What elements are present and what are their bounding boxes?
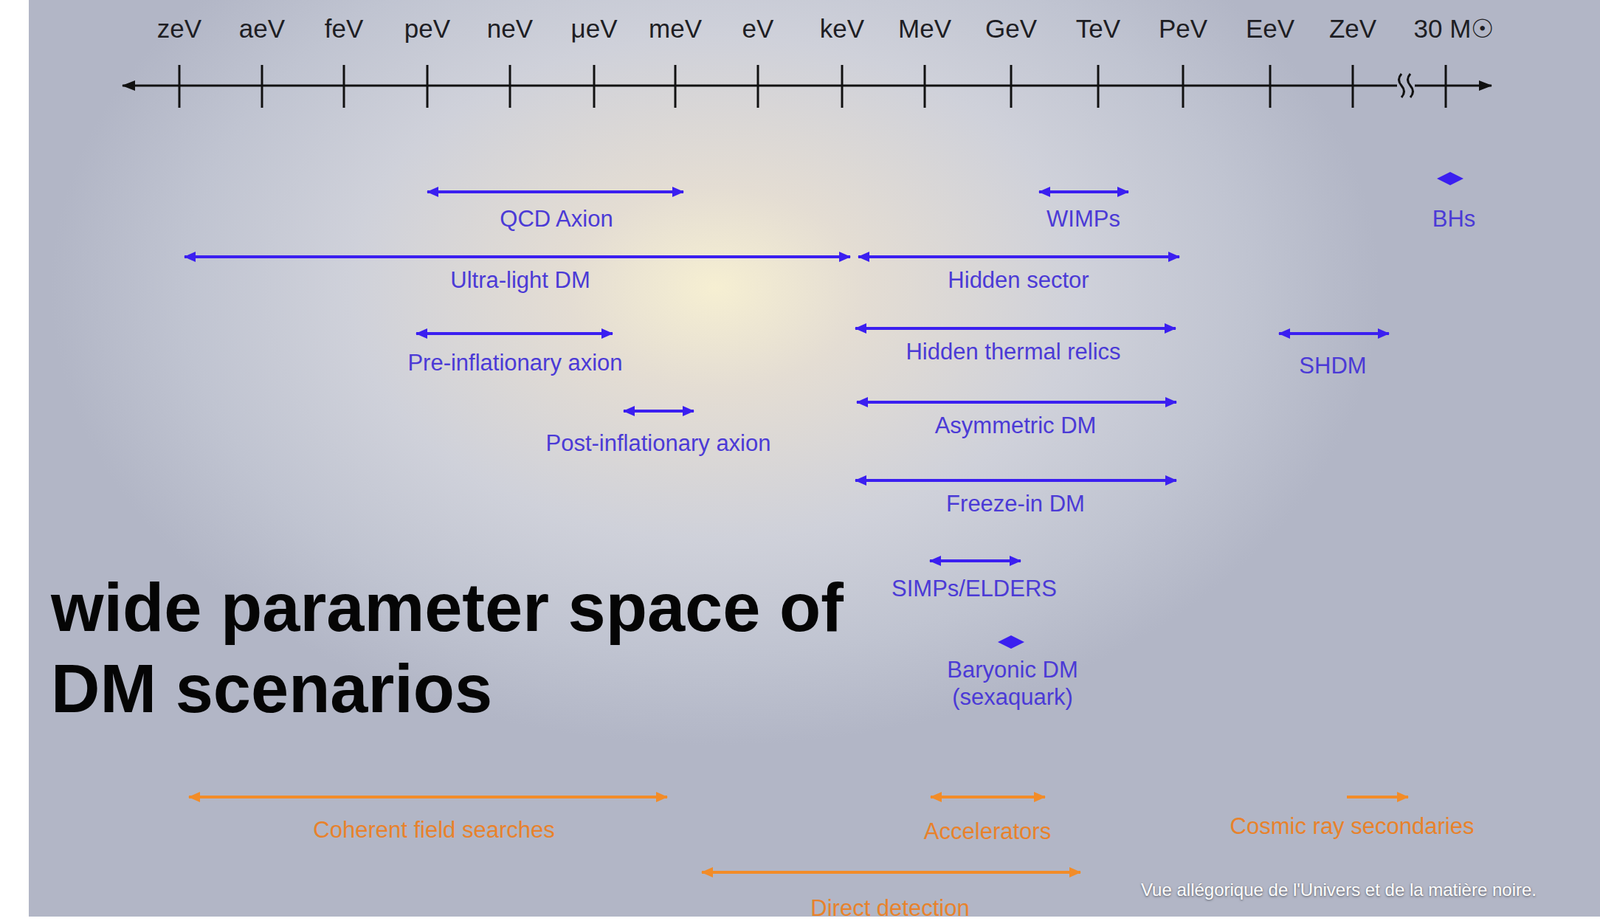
- axis-tick-label: keV: [819, 13, 865, 45]
- axis-tick-label: meV: [648, 13, 702, 45]
- axis-tick-label: aeV: [239, 13, 285, 45]
- slide-title: wide parameter space of DM scenarios: [50, 566, 908, 730]
- axis-tick-label: ZeV: [1329, 13, 1377, 45]
- axis-tick: [1269, 64, 1272, 108]
- scenario-label: Hidden sector: [947, 266, 1089, 294]
- axis-tick-label: PeV: [1158, 13, 1208, 45]
- energy-axis: [122, 64, 1492, 108]
- axis-tick: [343, 64, 346, 108]
- search-label: Coherent field searches: [312, 816, 555, 844]
- range-arrow: [855, 478, 1177, 482]
- scenario-label: Freeze-in DM: [946, 490, 1085, 518]
- scenario-label: Asymmetric DM: [935, 411, 1097, 440]
- axis-break: [1399, 73, 1405, 98]
- search-label: Cosmic ray secondaries: [1230, 812, 1475, 840]
- range-arrow: [416, 332, 613, 336]
- range-arrow: [856, 400, 1177, 404]
- axis-tick-label: MeV: [898, 13, 952, 45]
- range-arrow: [929, 559, 1021, 563]
- scenario-label: Pre-inflationary axion: [407, 349, 623, 377]
- range-arrow: [1278, 332, 1389, 336]
- range-arrow: [858, 255, 1180, 259]
- range-arrow: [701, 870, 1081, 874]
- axis-tick-label: EeV: [1245, 13, 1295, 45]
- search-label: Accelerators: [923, 817, 1051, 846]
- axis-tick: [923, 64, 927, 108]
- axis-line: [122, 84, 1398, 88]
- range-arrow: [188, 795, 668, 799]
- axis-tick: [1182, 64, 1185, 108]
- axis-tick: [674, 64, 677, 108]
- scenario-label: Baryonic DM (sexaquark): [927, 656, 1098, 711]
- scenario-label: SIMPs/ELDERS: [891, 574, 1057, 603]
- scenario-label: WIMPs: [1046, 205, 1121, 233]
- axis-tick-label: eV: [742, 13, 775, 45]
- range-arrow: [623, 409, 694, 413]
- scenario-label: Post-inflationary axion: [546, 429, 772, 457]
- scenario-label: SHDM: [1298, 352, 1367, 380]
- axis-tick: [1097, 64, 1100, 108]
- axis-line: [1414, 84, 1492, 88]
- axis-tick: [841, 64, 844, 108]
- axis-tick-label: neV: [487, 13, 533, 45]
- axis-tick-label: zeV: [157, 13, 202, 45]
- image-credit: Vue allégorique de l'Univers et de la ma…: [1140, 879, 1537, 902]
- axis-tick-label: 30 M☉: [1414, 13, 1495, 45]
- axis-tick: [1010, 64, 1013, 108]
- axis-tick: [593, 64, 596, 108]
- point-diamond: [997, 635, 1025, 649]
- axis-tick-label: TeV: [1076, 13, 1121, 45]
- axis-break: [1408, 73, 1414, 98]
- scenario-label: QCD Axion: [499, 205, 613, 233]
- point-diamond: [1436, 171, 1464, 186]
- axis-tick-label: peV: [404, 13, 451, 45]
- axis-tick: [261, 64, 264, 108]
- scenario-label: Hidden thermal relics: [905, 338, 1121, 366]
- axis-tick: [1352, 64, 1355, 108]
- range-arrow: [427, 190, 684, 194]
- range-arrow: [184, 255, 851, 259]
- scenario-label: BHs: [1432, 205, 1477, 233]
- range-arrow: [930, 795, 1046, 799]
- axis-tick-label: feV: [324, 13, 364, 45]
- range-arrow: [1039, 190, 1129, 194]
- axis-tick-label: GeV: [985, 13, 1037, 45]
- axis-tick: [757, 64, 760, 108]
- scenario-label: Ultra-light DM: [450, 266, 590, 294]
- axis-tick: [509, 64, 512, 108]
- range-arrow: [855, 326, 1176, 330]
- search-ranges: [188, 797, 1409, 873]
- axis-tick: [426, 64, 429, 108]
- range-arrow: [1346, 795, 1409, 799]
- search-label: Direct detection: [810, 894, 970, 921]
- axis-tick-label: μeV: [571, 13, 618, 45]
- axis-tick: [1445, 64, 1448, 108]
- background-panel: [28, 0, 1600, 917]
- axis-tick: [178, 64, 181, 108]
